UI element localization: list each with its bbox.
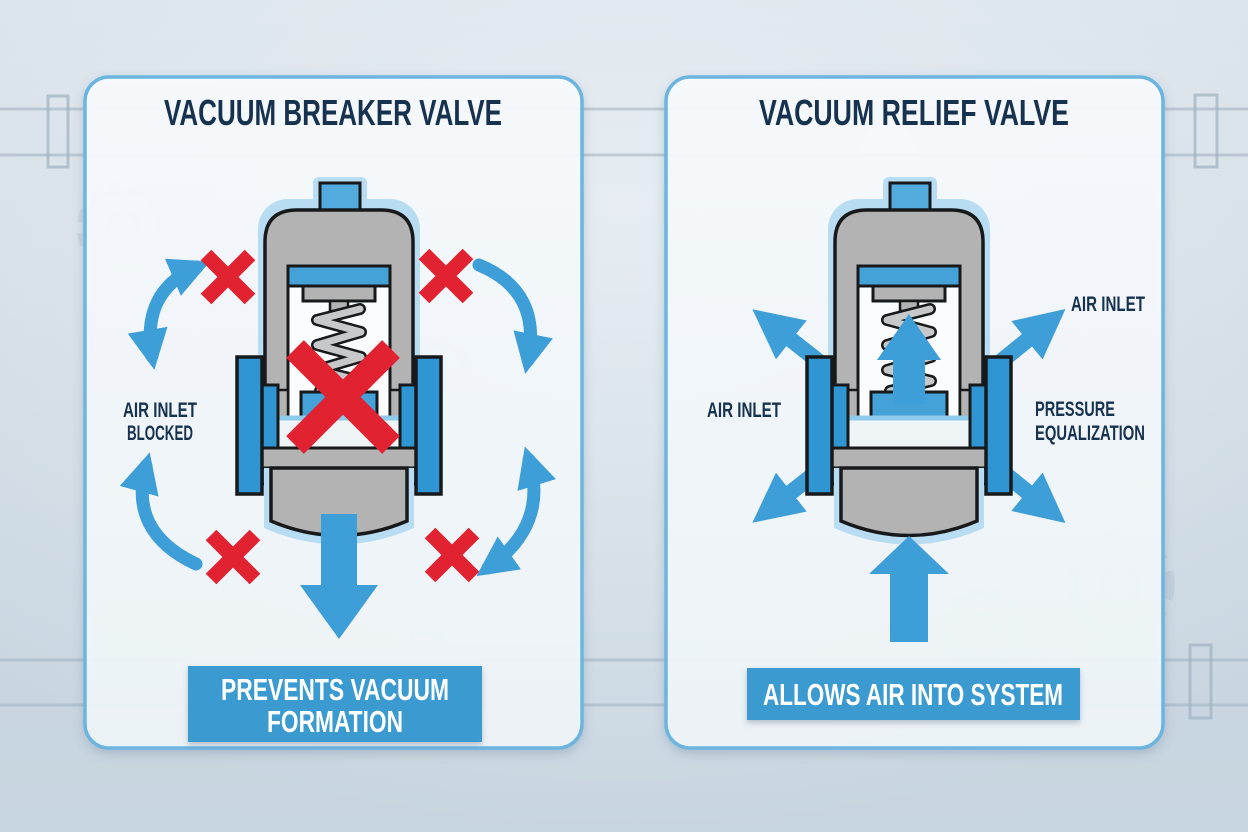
blocked-x-icon: [418, 248, 474, 304]
page-title: VACUUM BREAKER VALVE: [164, 92, 502, 133]
banner-text-line1: PREVENTS VACUUM: [221, 672, 449, 707]
spring-retainer-plate: [301, 284, 377, 303]
chamber-up-arrow: [877, 314, 941, 404]
page-title: VACUUM RELIEF VALVE: [759, 92, 1069, 133]
banner-text-line2: FORMATION: [267, 704, 403, 739]
airflow-arc-arrow: [476, 446, 556, 577]
vacuum-breaker-section: VACUUM BREAKER VALVE: [119, 92, 556, 742]
valve-diagram: [235, 177, 443, 545]
airflow-arc-arrow: [119, 452, 203, 571]
big-up-arrow: [869, 536, 949, 642]
pipe-flange: [46, 94, 70, 169]
air-inlet-top-label: AIR INLET: [1071, 293, 1145, 316]
blocked-x-marks: [200, 248, 480, 585]
pressure-equalization-label-line2: EQUALIZATION: [1035, 422, 1145, 445]
air-inlet-blocked-label-line1: AIR INLET: [123, 399, 197, 422]
big-down-arrow: [300, 514, 378, 639]
valve-flange-outer: [235, 355, 264, 496]
airflow-arc-arrow: [472, 258, 553, 374]
blocked-x-icon: [424, 527, 480, 583]
pipe-flange: [1193, 93, 1219, 169]
pipe-flange: [1188, 643, 1213, 720]
valve-base-bar: [259, 446, 419, 470]
blocked-x-icon: [200, 249, 256, 305]
blocked-airflow-arrows: [119, 258, 556, 577]
banner: [188, 666, 482, 742]
air-inlet-left-label: AIR INLET: [707, 399, 781, 422]
valve-chamber-top-bar: [286, 264, 392, 288]
blocked-x-icon-large: [286, 340, 400, 454]
blocked-x-icon: [205, 529, 261, 585]
valve-flange-outer: [414, 355, 443, 496]
airflow-arc-arrow: [127, 258, 210, 370]
vacuum-relief-section: VACUUM RELIEF VALVE AIR INLET AIR INLET …: [707, 92, 1145, 720]
air-inlet-blocked-label-line2: BLOCKED: [127, 422, 193, 445]
banner-text: ALLOWS AIR INTO SYSTEM: [763, 677, 1063, 712]
banner: [747, 668, 1080, 720]
pressure-equalization-label-line1: PRESSURE: [1035, 398, 1115, 421]
